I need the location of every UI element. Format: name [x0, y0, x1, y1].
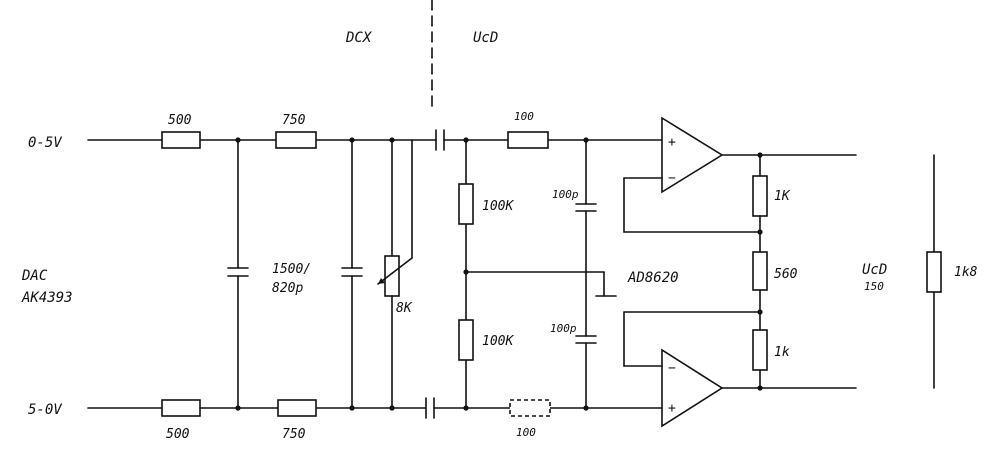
opamp-top-minus: − [668, 171, 676, 186]
resistor-series-bottom-label: 100 [516, 426, 536, 439]
load-label: UcD [862, 262, 887, 278]
resistor-in-top-label: 500 [168, 113, 192, 128]
capacitor-pair [575, 137, 597, 411]
capacitor-shunt-1 [227, 137, 249, 411]
resistor-in-top [161, 131, 201, 149]
potentiometer [377, 137, 413, 411]
resistor-feedback-bottom-label: 1k [774, 345, 790, 360]
section-label-dcx: DCX [345, 30, 373, 46]
resistor-gain-label: 560 [774, 267, 798, 282]
resistor-series-top [507, 131, 549, 149]
opamp-bottom-minus: − [668, 361, 676, 376]
capacitor-filter [341, 137, 363, 411]
source-label-chip: AK4393 [21, 290, 73, 306]
section-label-ucd: UcD [473, 30, 498, 46]
resistor-mid-top [275, 131, 317, 149]
load-resistor-label: 1k8 [954, 265, 978, 280]
coupling-capacitor-top [435, 129, 445, 151]
capacitor-filter-label-2: 820p [272, 281, 303, 296]
source-label-dac: DAC [21, 268, 48, 284]
resistor-mid-top-label: 750 [282, 113, 306, 128]
capacitor-filter-label: 1500/ [272, 262, 311, 277]
resistor-feedback-top-label: 1K [774, 189, 791, 204]
load-sublabel: 150 [864, 280, 884, 293]
capacitor-top-label: 100p [552, 188, 579, 201]
resistor-bias-bottom-label: 100K [482, 334, 514, 349]
feedback-network [623, 152, 857, 391]
resistor-in-bottom [161, 399, 201, 417]
resistor-mid-bottom [277, 399, 317, 417]
resistor-series-bottom [509, 399, 551, 417]
input-label-top: 0-5V [28, 135, 63, 151]
coupling-capacitor-bottom [425, 397, 435, 419]
opamp-top-plus: + [668, 135, 676, 150]
load-resistor [926, 154, 942, 389]
opamp-label: AD8620 [627, 270, 679, 286]
capacitor-bottom-label: 100p [550, 322, 577, 335]
opamp-top [623, 116, 724, 194]
resistor-bias-top-label: 100K [482, 199, 514, 214]
resistor-mid-bottom-label: 750 [282, 427, 306, 442]
opamp-bottom [623, 348, 724, 428]
resistor-in-bottom-label: 500 [166, 427, 190, 442]
potentiometer-label: 8K [396, 301, 413, 316]
input-label-bottom: 5-0V [28, 402, 63, 418]
resistor-series-top-label: 100 [514, 110, 534, 123]
bias-divider [458, 137, 617, 411]
opamp-bottom-plus: + [668, 401, 676, 416]
